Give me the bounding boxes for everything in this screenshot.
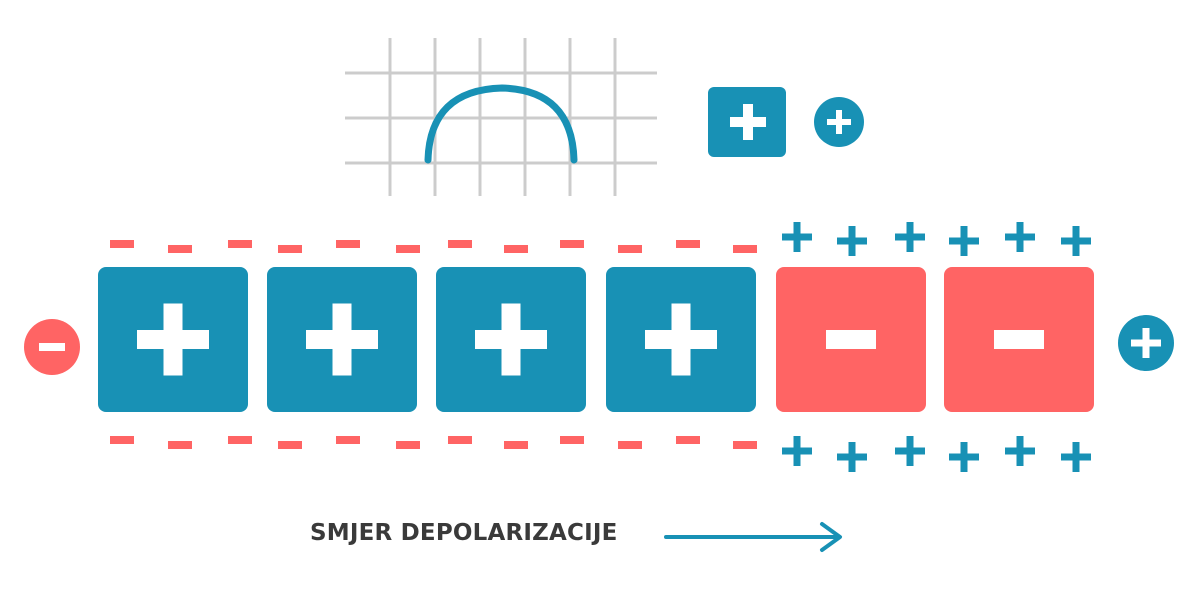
minus-charge (168, 441, 192, 449)
minus-charge (110, 240, 134, 248)
minus-charge (110, 436, 134, 444)
minus-charge (278, 441, 302, 449)
plus-sign (137, 303, 209, 376)
minus-charge (336, 240, 360, 248)
cell-positive (267, 267, 417, 412)
cell-negative (944, 267, 1094, 412)
minus-charge (560, 436, 584, 444)
minus-charge (618, 245, 642, 253)
minus-charge (228, 240, 252, 248)
plus-charge (895, 436, 925, 466)
minus-charge (168, 245, 192, 253)
minus-charge (228, 436, 252, 444)
plus-charge (1061, 226, 1091, 256)
grid-graph (345, 38, 657, 196)
minus-charge (504, 441, 528, 449)
plus-charge (1005, 222, 1035, 252)
cell-negative (776, 267, 926, 412)
plus-charge (782, 222, 812, 252)
minus-charge (278, 245, 302, 253)
plus-charge (837, 226, 867, 256)
minus-sign (39, 343, 65, 351)
minus-charge (448, 240, 472, 248)
cell-row (98, 267, 1094, 412)
end-charges (24, 315, 1174, 375)
plus-charge (895, 222, 925, 252)
legend-charges (708, 87, 864, 157)
plus-sign (645, 303, 717, 376)
plus-charge (1061, 442, 1091, 472)
plus-sign (827, 110, 851, 134)
plus-sign (1131, 328, 1161, 358)
outer-charges-bottom (110, 436, 1091, 472)
plus-sign (475, 303, 547, 376)
cell-positive (98, 267, 248, 412)
plus-sign (730, 104, 766, 140)
arrow-head (820, 522, 842, 552)
minus-sign (994, 330, 1044, 349)
minus-charge (676, 240, 700, 248)
minus-sign (826, 330, 876, 349)
minus-charge (733, 245, 757, 253)
plus-charge (949, 226, 979, 256)
minus-charge (504, 245, 528, 253)
plus-charge (1005, 436, 1035, 466)
minus-charge (448, 436, 472, 444)
minus-charge (560, 240, 584, 248)
cell-positive (606, 267, 756, 412)
arrow-right-icon (664, 522, 842, 552)
direction-caption: SMJER DEPOLARIZACIJE (310, 520, 618, 546)
plus-charge (782, 436, 812, 466)
minus-charge (733, 441, 757, 449)
outer-charges-top (110, 222, 1091, 256)
minus-charge (396, 441, 420, 449)
minus-charge (618, 441, 642, 449)
minus-charge (396, 245, 420, 253)
minus-charge (336, 436, 360, 444)
plus-charge (837, 442, 867, 472)
minus-charge (676, 436, 700, 444)
arc-wave-icon (424, 84, 578, 164)
plus-charge (949, 442, 979, 472)
cell-positive (436, 267, 586, 412)
plus-sign (306, 303, 378, 376)
